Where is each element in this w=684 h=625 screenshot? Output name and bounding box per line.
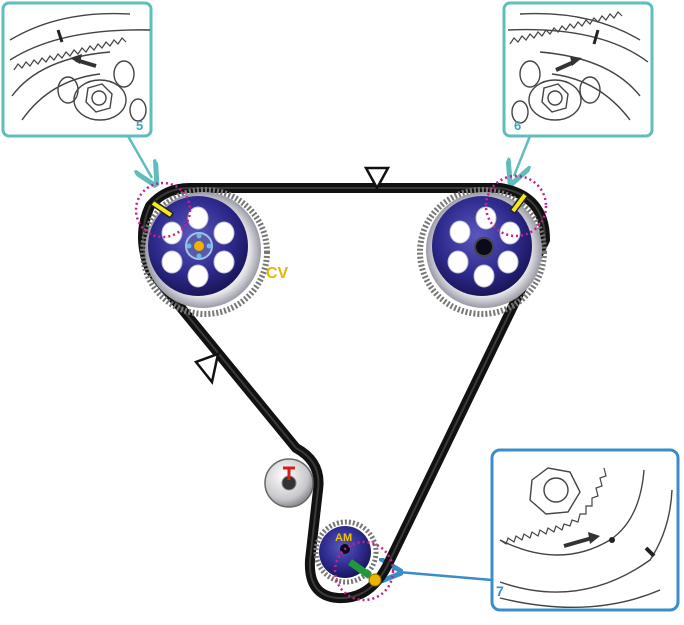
mark-highlight-circle-6 <box>484 174 548 238</box>
callout-arrow-7 <box>398 572 493 580</box>
inset-7-teeth <box>499 467 607 545</box>
direction-arrow-icon <box>193 352 220 385</box>
timing-mark-icon <box>509 191 529 215</box>
reference-arrow-icon <box>570 56 582 66</box>
reference-arrow-icon <box>70 54 82 64</box>
inset-6-teeth <box>509 11 623 45</box>
camshaft-pulley-left: CV <box>140 187 289 317</box>
timing-mark-icon <box>149 199 175 219</box>
inset-5-teeth <box>13 37 127 71</box>
reference-arrow-icon <box>588 532 600 544</box>
inset-label-6: 6 <box>514 118 521 133</box>
crankshaft-pulley: AM <box>313 519 382 587</box>
mark-highlight-circle-7 <box>333 540 395 602</box>
inset-label-5: 5 <box>136 118 143 133</box>
direction-arrow-icon <box>363 166 391 191</box>
timing-belt <box>138 183 550 604</box>
mark-highlight-circle-5 <box>134 181 192 239</box>
inset-label-7: 7 <box>496 583 504 599</box>
camshaft-pulley-label: CV <box>266 265 289 282</box>
inset-detail-6: 6 <box>502 1 654 138</box>
belt-tensioner <box>264 458 314 508</box>
crankshaft-pulley-label: AM <box>335 532 352 544</box>
callout-arrow-6 <box>514 135 530 176</box>
camshaft-pulley-right <box>417 187 547 317</box>
callout-arrow-5 <box>126 135 152 178</box>
inset-detail-5: 5 <box>1 1 153 138</box>
inset-detail-7: 7 <box>490 448 680 612</box>
